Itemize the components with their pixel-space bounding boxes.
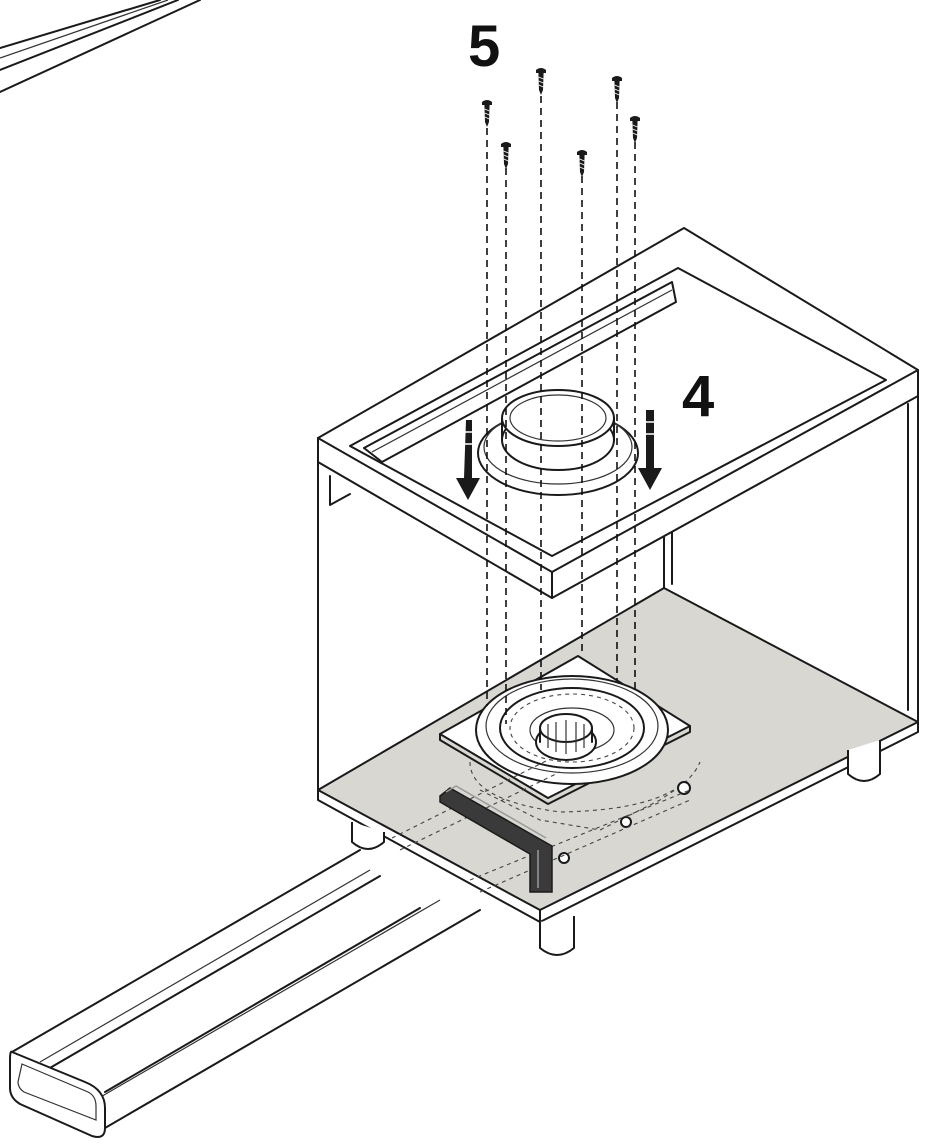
screw-icon [481,67,641,178]
collar-ring [477,389,639,496]
gasket-strip [439,785,553,893]
arrow-down-icon [456,410,662,500]
cabinet-feet [351,740,881,956]
fan-unit [391,655,701,893]
upper-duct-fragment [0,0,201,93]
step-number-5: 5 [468,14,501,79]
duct-channel [9,849,481,1138]
top-frame [317,227,919,599]
screw-guide-lines [486,96,636,724]
step-number-4: 4 [682,364,715,429]
